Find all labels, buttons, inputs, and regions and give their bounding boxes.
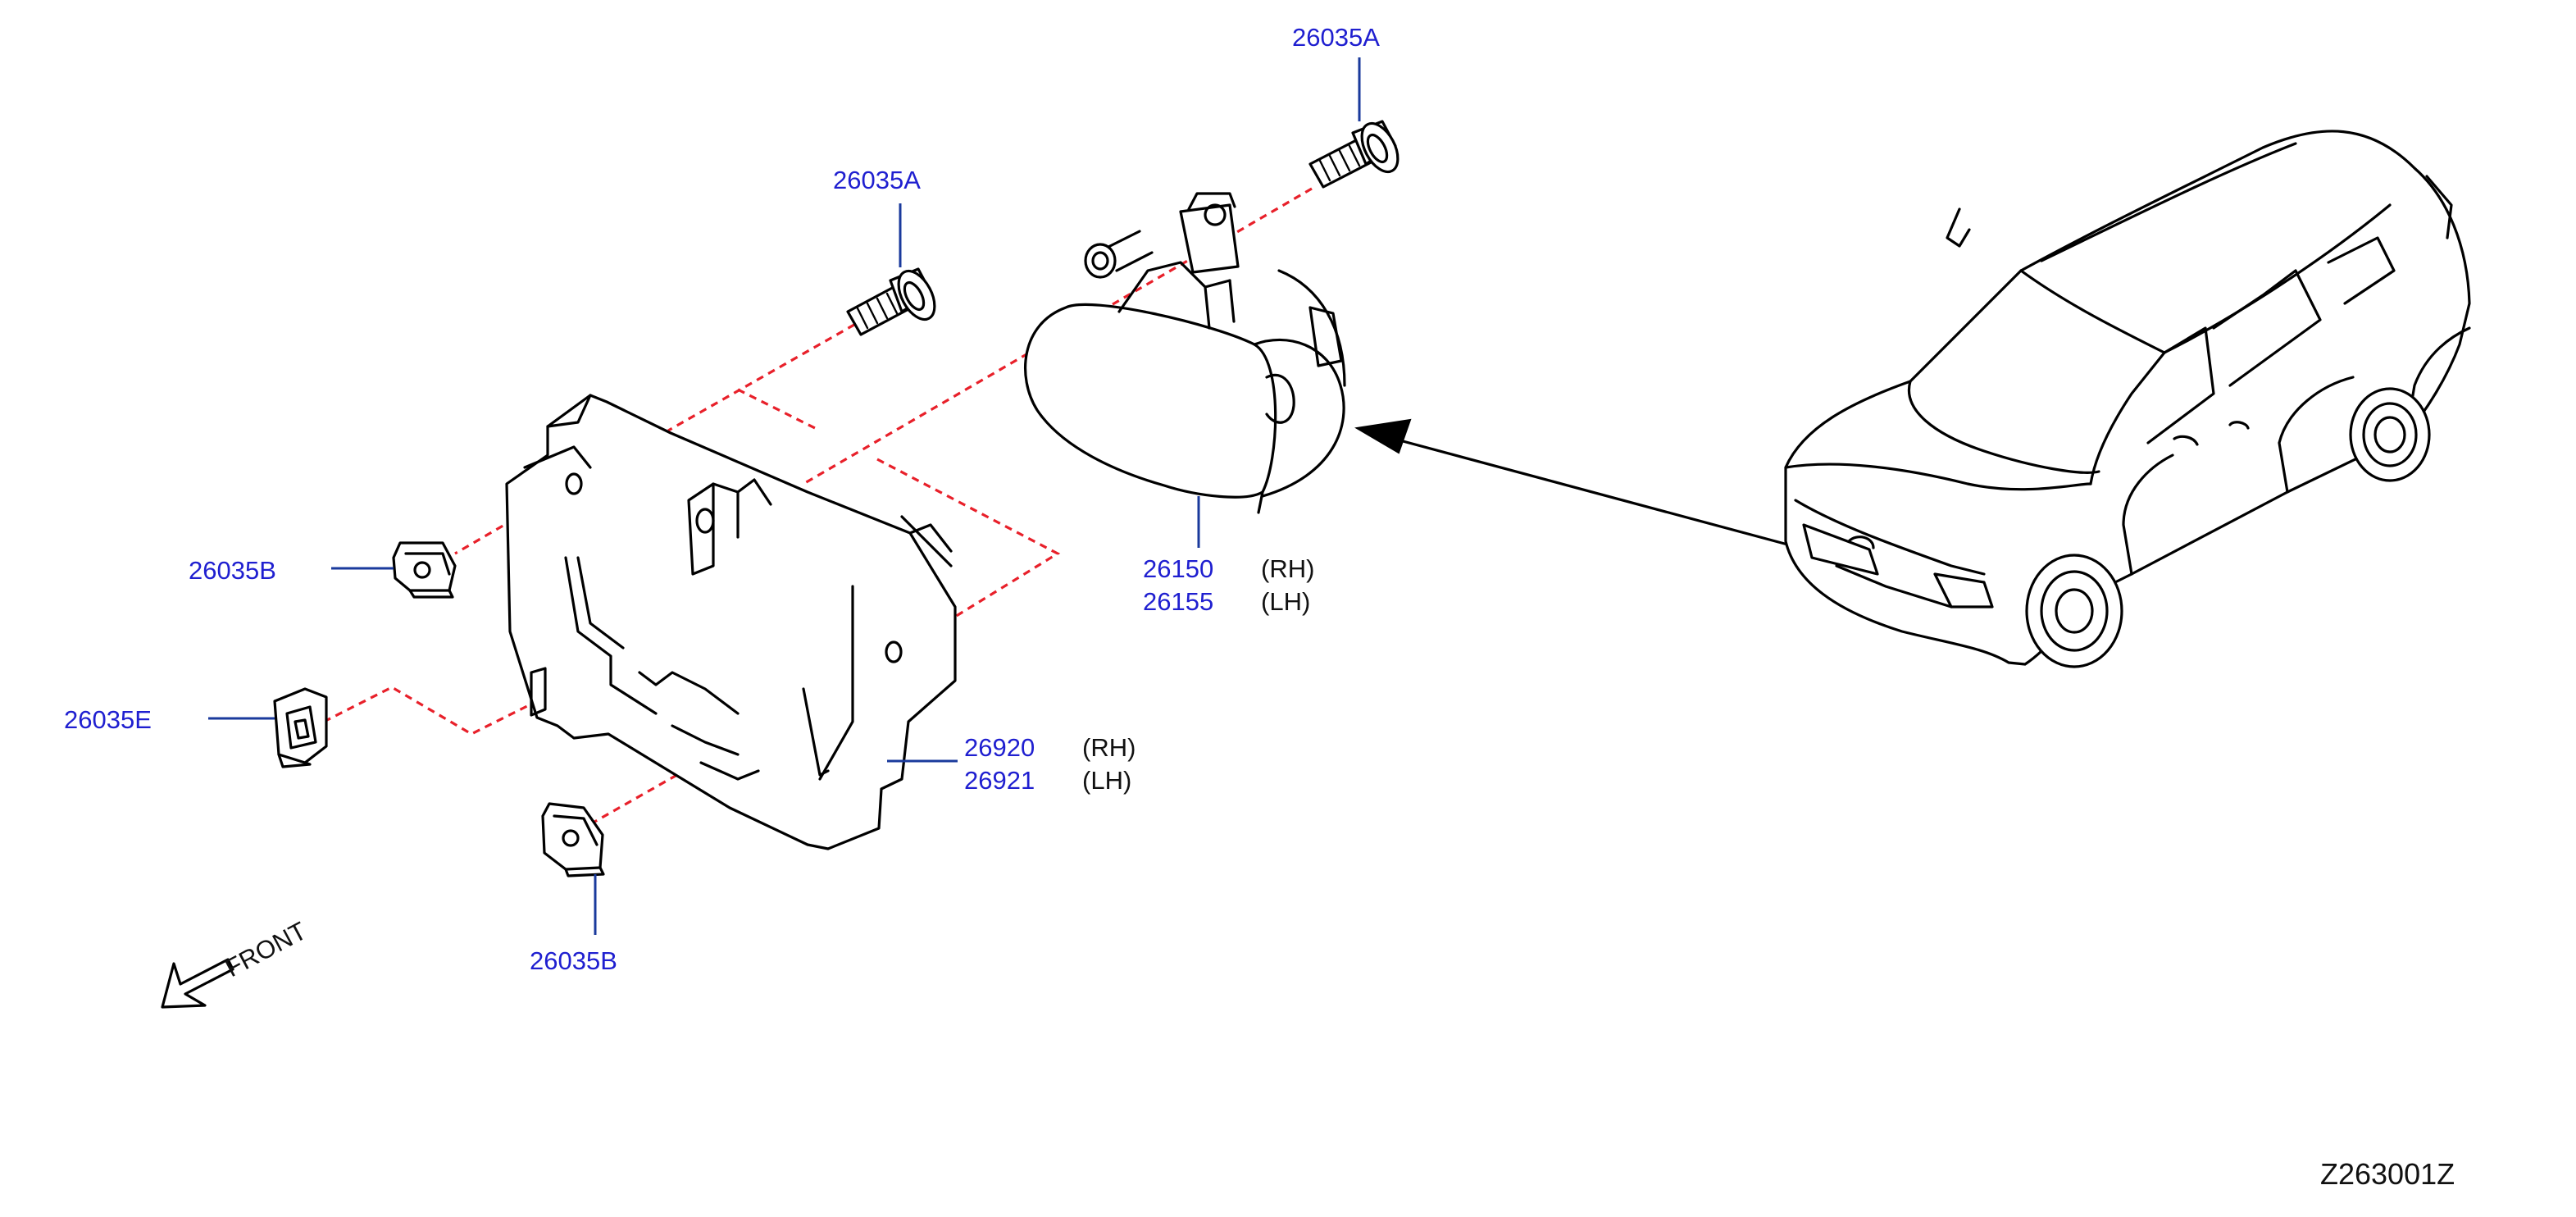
callout-26155-side: (LH)	[1261, 587, 1310, 616]
callout-26035b-upper: 26035B	[189, 556, 276, 585]
front-arrow-icon	[161, 958, 234, 1009]
clip-upper-left	[392, 541, 457, 599]
callout-26035a-left: 26035A	[833, 166, 921, 194]
callout-26920: 26920	[964, 733, 1035, 762]
bolt-upper	[1308, 120, 1400, 189]
callout-26920-side: (RH)	[1082, 733, 1136, 762]
callout-26150: 26150	[1143, 554, 1213, 583]
clip-left	[273, 687, 328, 768]
diagram-code: Z263001Z	[2320, 1157, 2455, 1191]
fog-lamp	[1024, 192, 1346, 514]
bolt-left	[846, 267, 936, 336]
front-label: FRONT	[221, 916, 312, 982]
callout-26150-side: (RH)	[1261, 554, 1314, 583]
callout-26035e: 26035E	[64, 705, 152, 734]
fog-lamp-bracket	[505, 394, 957, 850]
callout-26921-side: (LH)	[1082, 766, 1131, 795]
vehicle-illustration	[1784, 130, 2471, 668]
clip-bottom	[541, 802, 605, 877]
callout-26921: 26921	[964, 766, 1035, 795]
callout-26035b-bottom: 26035B	[530, 946, 617, 975]
location-arrow	[1354, 418, 1838, 559]
callout-26035a-top: 26035A	[1292, 23, 1380, 52]
callout-26155: 26155	[1143, 587, 1213, 616]
